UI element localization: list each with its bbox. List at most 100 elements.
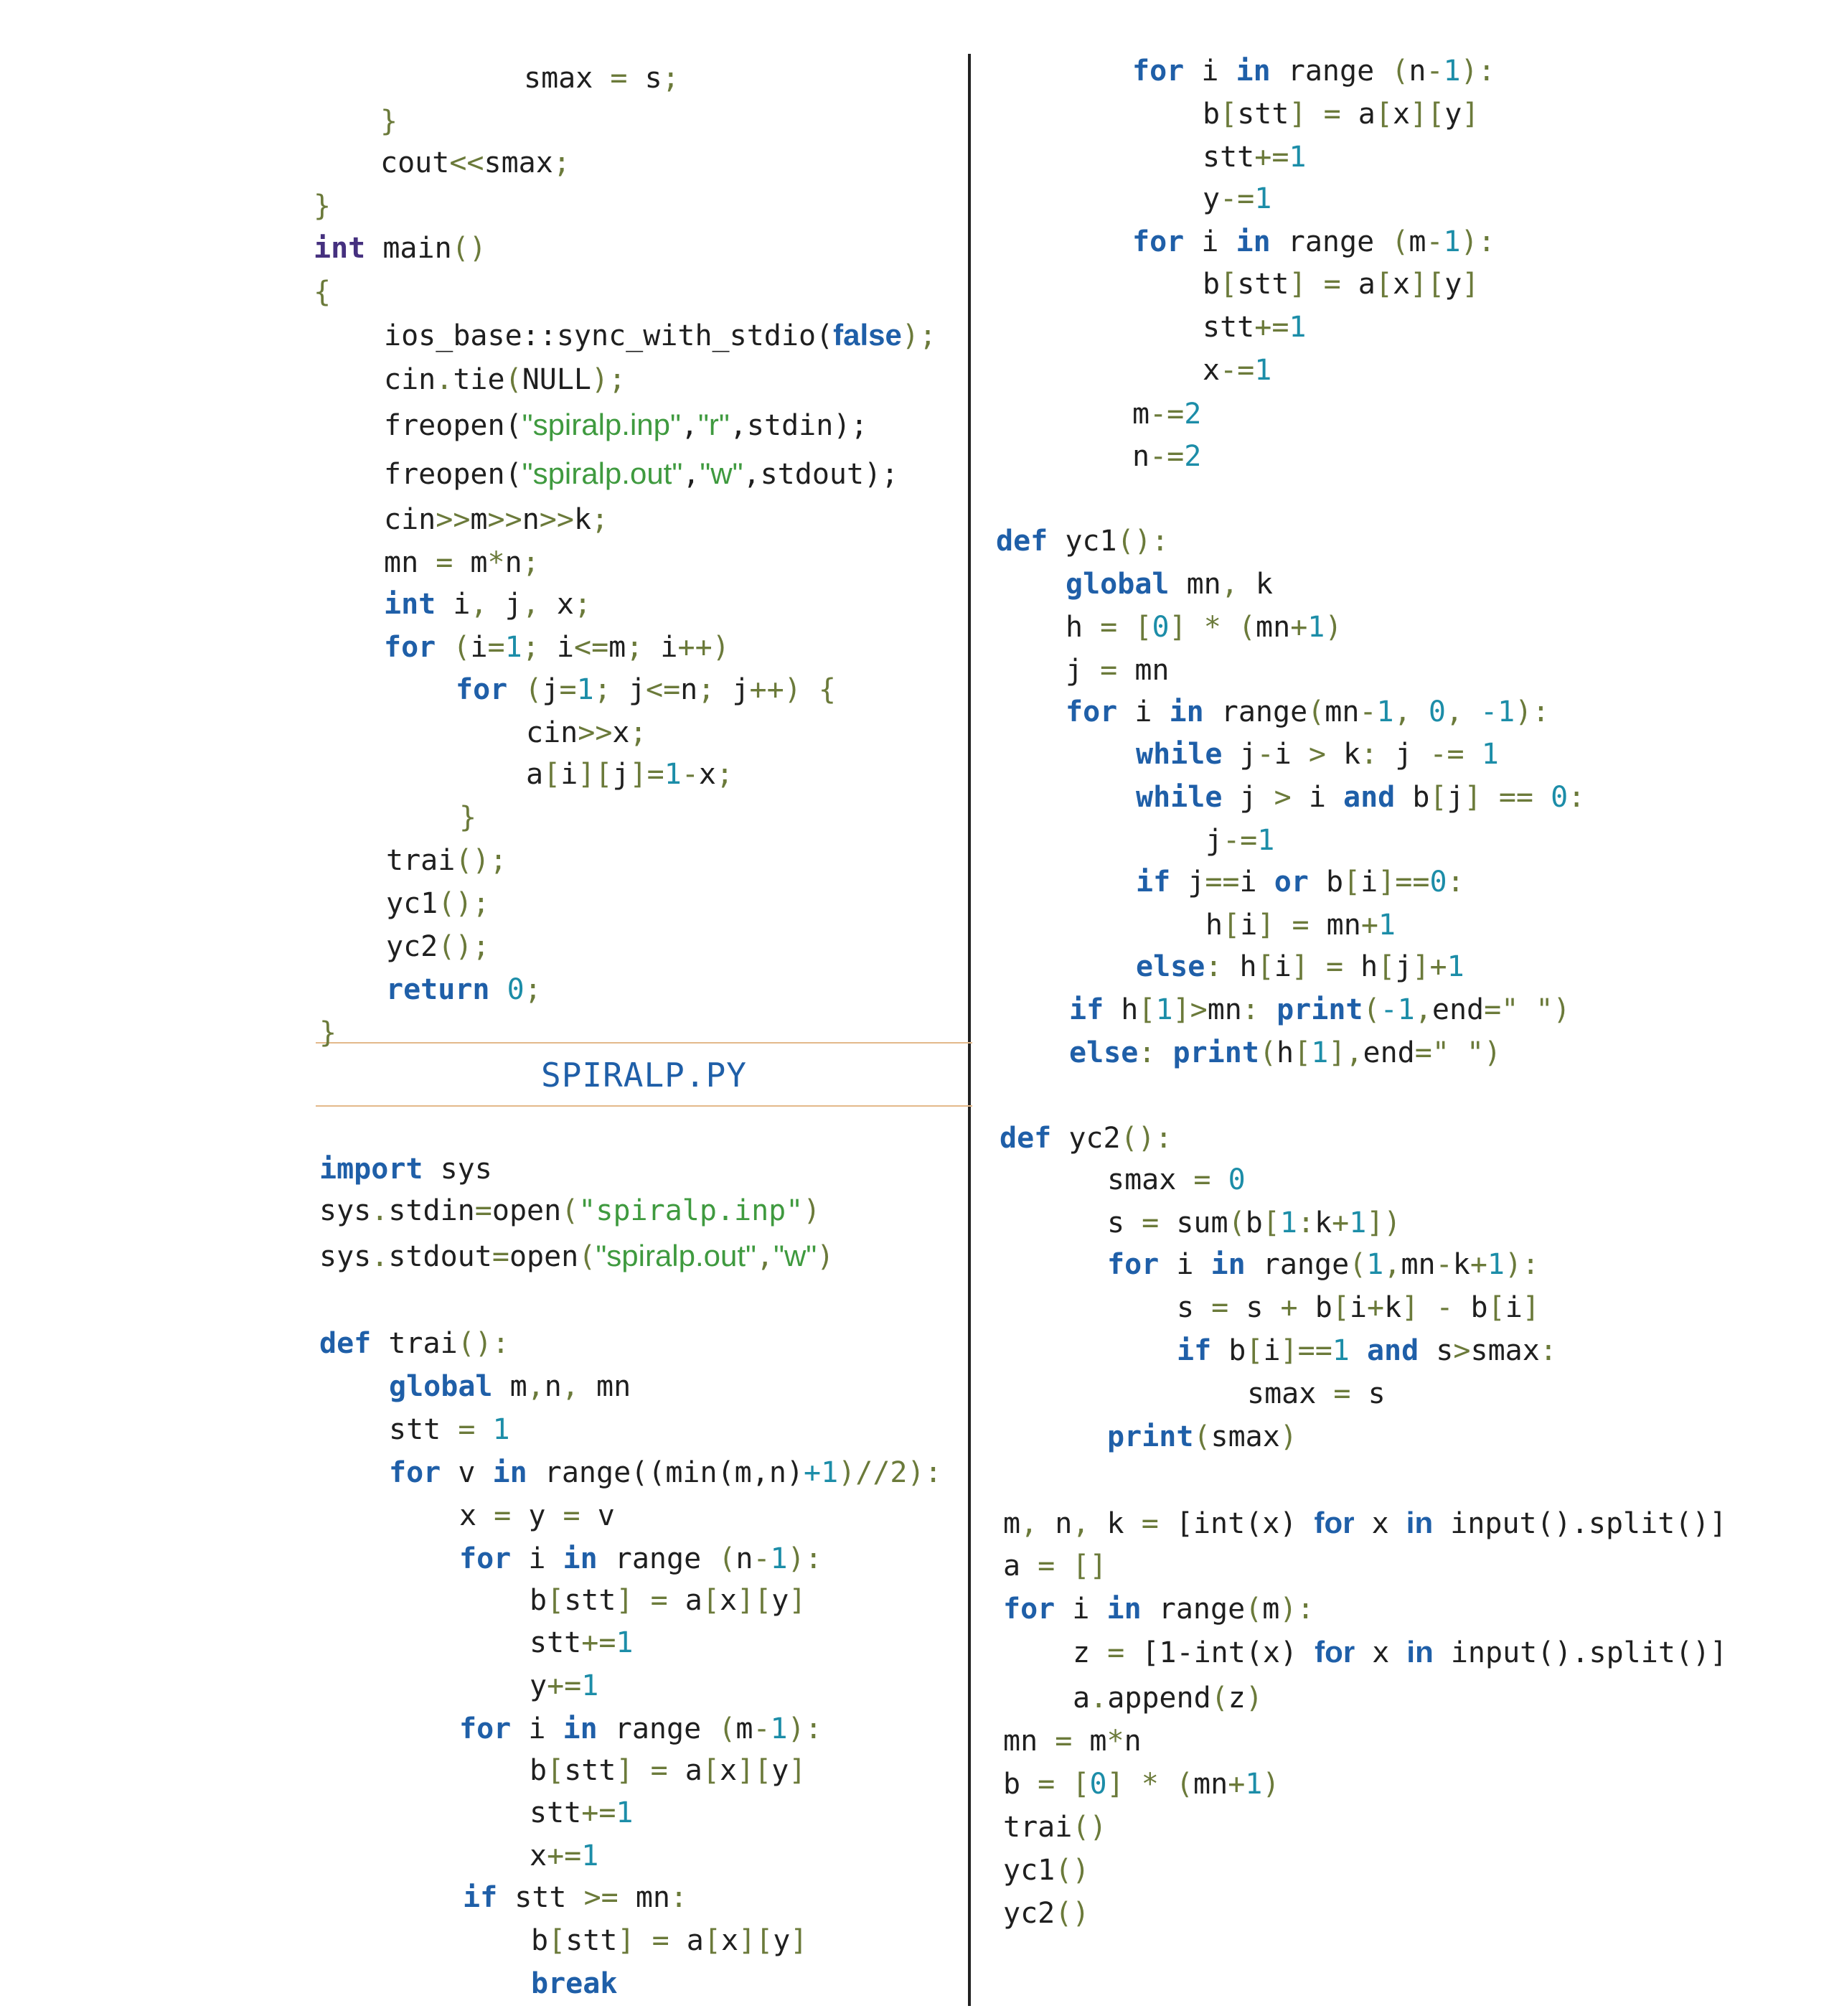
code-token: ] (1522, 1291, 1540, 1324)
code-token: [ (548, 1924, 566, 1957)
code-token: h (1276, 1036, 1294, 1069)
code-token: = (1038, 1549, 1055, 1583)
code-token: in (1236, 55, 1271, 88)
code-token: mn (1193, 1768, 1228, 1801)
code-token (1350, 1334, 1367, 1367)
code-token: sys (319, 1194, 372, 1227)
code-token: while (1136, 781, 1223, 814)
code-token: mn (384, 546, 436, 579)
code-token: ; (524, 973, 542, 1006)
code-token: x (1354, 1507, 1406, 1540)
code-token: = (1142, 1206, 1160, 1239)
code-line: freopen("spiralp.inp","r",stdin); (384, 408, 868, 443)
code-token: stt (389, 1413, 459, 1446)
code-token: ) (803, 1194, 821, 1227)
code-token: x (1203, 354, 1221, 387)
code-token: j (611, 673, 646, 706)
code-token: if (1177, 1334, 1212, 1367)
code-token: = (436, 546, 453, 579)
code-token: cin (526, 716, 578, 749)
code-token: 1 (1307, 611, 1325, 644)
code-token: range (1203, 695, 1308, 728)
code-token: > (1308, 738, 1326, 771)
code-token: for (1132, 225, 1185, 258)
code-token: : (1568, 781, 1586, 814)
code-token (1187, 611, 1204, 644)
code-token: ) { (784, 673, 836, 706)
code-token: + (1332, 1206, 1350, 1239)
code-token: , (680, 409, 699, 442)
code-token: stt (1203, 311, 1255, 344)
code-token: stt (530, 1796, 582, 1829)
code-token: i (1239, 866, 1274, 899)
code-token: 1 (1289, 311, 1307, 344)
code-token: ( (1175, 1768, 1194, 1801)
code-token: , (1072, 1507, 1090, 1540)
code-token: y (773, 1924, 791, 1957)
code-token: ] (617, 1924, 635, 1957)
code-token (635, 1924, 652, 1957)
code-token: . (371, 1194, 389, 1227)
code-token: } (459, 801, 477, 834)
code-token: ][ (1410, 268, 1445, 301)
code-token: ] (1462, 98, 1480, 131)
code-token: () (1055, 1854, 1090, 1887)
code-token: x (1355, 1636, 1407, 1669)
code-token: i (1274, 738, 1309, 771)
code-token: ; (522, 631, 540, 664)
code-token: i (1360, 866, 1378, 899)
code-token: break (531, 1967, 618, 2000)
code-line: b[stt] = a[x][y] (1203, 267, 1479, 301)
code-token: 1 (1245, 1768, 1263, 1801)
code-line: cout<<smax; (380, 146, 570, 180)
code-token: b (1308, 866, 1344, 899)
code-token (436, 631, 453, 664)
code-token: ( (504, 363, 522, 396)
code-token: , (1393, 695, 1411, 728)
code-token: [ (1375, 98, 1393, 131)
code-token: z (1228, 1682, 1246, 1715)
code-token: mn (578, 1370, 631, 1403)
code-token: ] (1169, 611, 1187, 644)
code-line: cin>>x; (526, 716, 647, 750)
code-token: x (720, 1924, 739, 1957)
code-token: : (1297, 1206, 1315, 1239)
code-line: int i, j, x; (384, 587, 591, 622)
code-token: "spiralp.inp" (522, 408, 681, 441)
code-token: v (441, 1456, 493, 1489)
code-token: , (682, 458, 700, 491)
code-token: (): (1116, 525, 1169, 558)
code-line: def yc1(): (996, 524, 1169, 558)
code-token: a (1003, 1549, 1038, 1583)
code-token: - (1359, 695, 1377, 728)
code-token: print (1172, 1036, 1259, 1069)
code-token: 1 (1447, 950, 1464, 983)
code-token: trai (386, 844, 456, 877)
code-line: ios_base::sync_with_stdio(false); (384, 318, 936, 353)
code-token: global (389, 1370, 493, 1403)
code-token: } (314, 189, 332, 222)
code-token: stt (497, 1881, 584, 1914)
code-token: 1 (1289, 141, 1307, 174)
code-token: > (1274, 781, 1292, 814)
code-token: ] (1464, 781, 1482, 814)
code-token: yc1 (1048, 525, 1117, 558)
code-line: smax = s; (524, 61, 680, 95)
code-token: h (1205, 909, 1223, 942)
code-token: k (1384, 1291, 1402, 1324)
code-line: h = [0] * (mn+1) (1066, 610, 1342, 644)
code-token: false (833, 318, 902, 352)
code-token: [ (1256, 950, 1274, 983)
code-token: for (1314, 1506, 1355, 1539)
code-token: 0 (1089, 1768, 1107, 1801)
code-token (1419, 1291, 1436, 1324)
code-token: mn (1003, 1725, 1055, 1758)
code-token: ( (1210, 1682, 1228, 1715)
code-token: main (365, 232, 452, 265)
code-token: "spiralp.inp" (578, 1194, 804, 1227)
code-token: )//2): (838, 1456, 942, 1489)
code-token: v (580, 1499, 615, 1532)
code-token: i (643, 631, 678, 664)
code-token: ) (1484, 1036, 1502, 1069)
code-token: (): (457, 1327, 509, 1360)
